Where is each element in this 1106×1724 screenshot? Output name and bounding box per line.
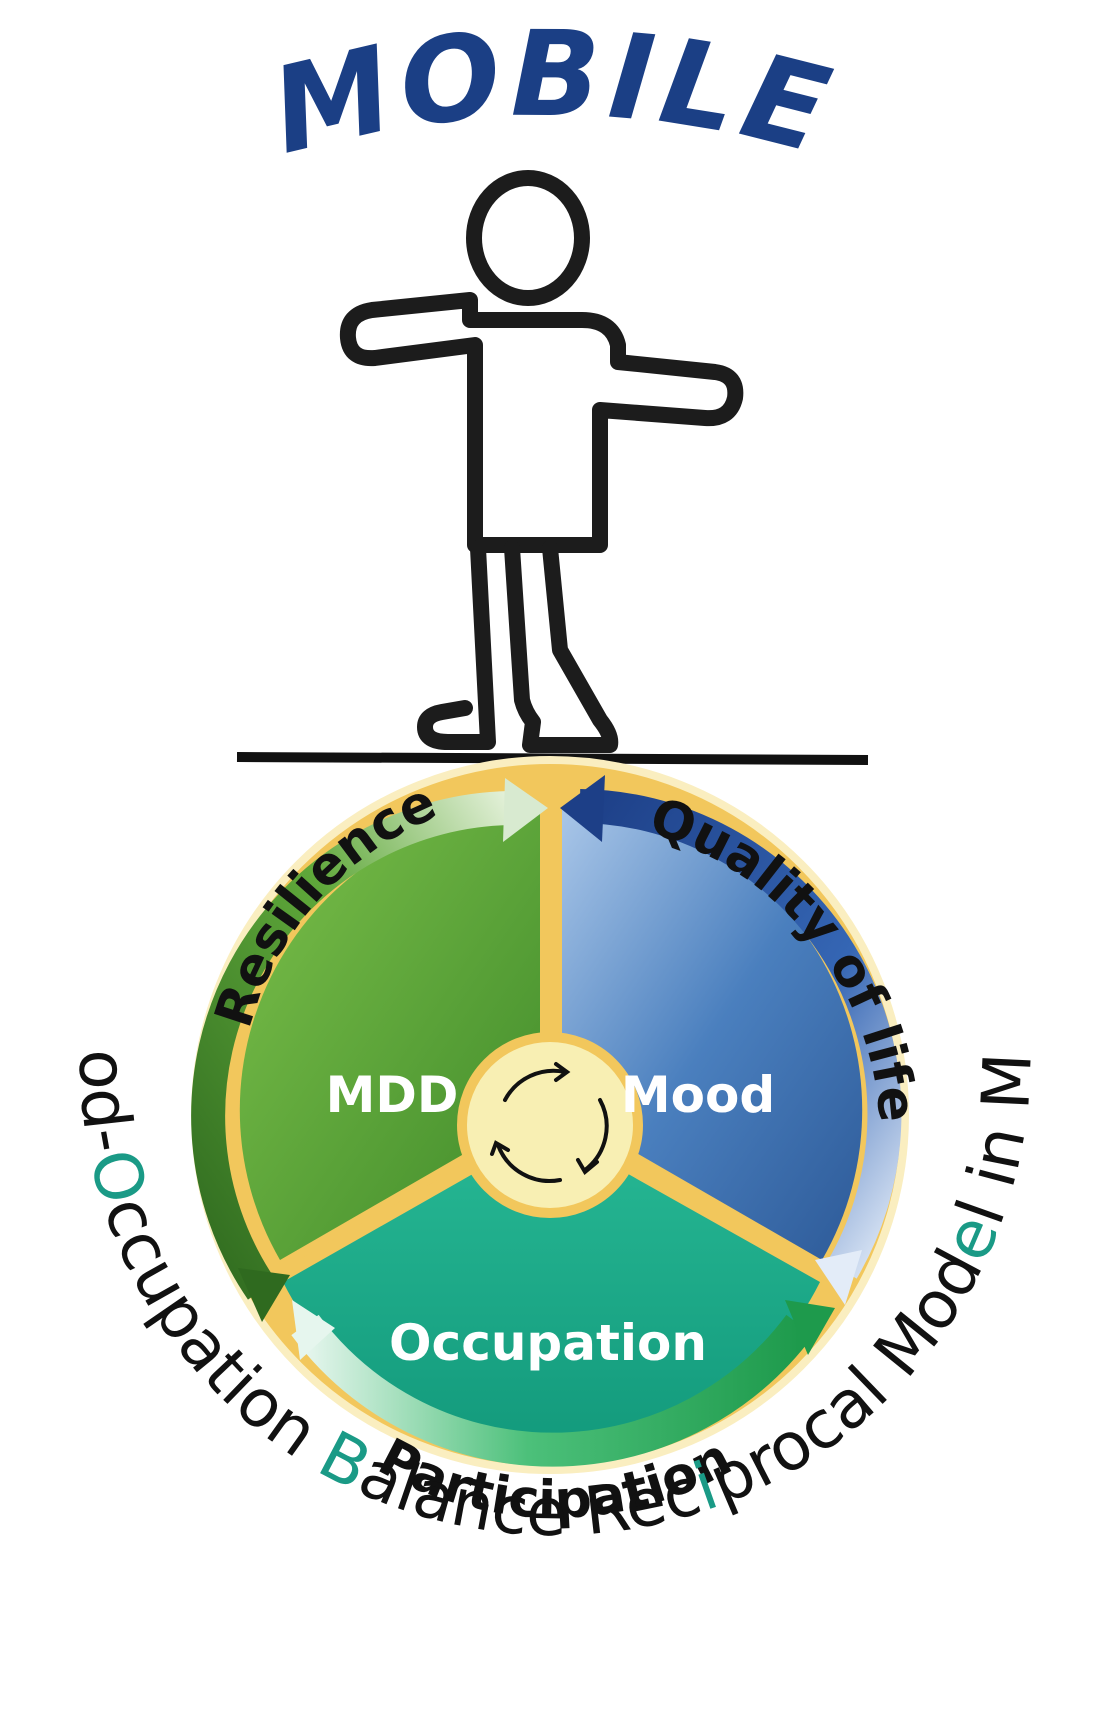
- sector-occupation: [283, 1130, 820, 1449]
- cycle-arrows-icon: [490, 1062, 609, 1183]
- sector-label-mdd: MDD: [326, 1066, 459, 1124]
- walking-person-icon: [339, 170, 744, 753]
- resilience-arrow: [191, 790, 521, 1300]
- sector-label-occupation: Occupation: [389, 1314, 707, 1372]
- center-circle: [457, 1032, 643, 1218]
- resilience-arrow-tail-head: [238, 1268, 290, 1322]
- sector-label-mood: Mood: [621, 1066, 775, 1124]
- quality-arrow: [579, 789, 902, 1279]
- participation-arrow: [291, 1314, 814, 1467]
- quality-arrow-tail-head: [815, 1250, 862, 1305]
- title: MOBILE: [259, 5, 847, 182]
- quality-arrow-head: [560, 775, 605, 842]
- participation-arrow-head: [292, 1300, 335, 1360]
- participation-arrow-tail-head: [785, 1300, 835, 1355]
- resilience-arrow-head: [503, 778, 548, 842]
